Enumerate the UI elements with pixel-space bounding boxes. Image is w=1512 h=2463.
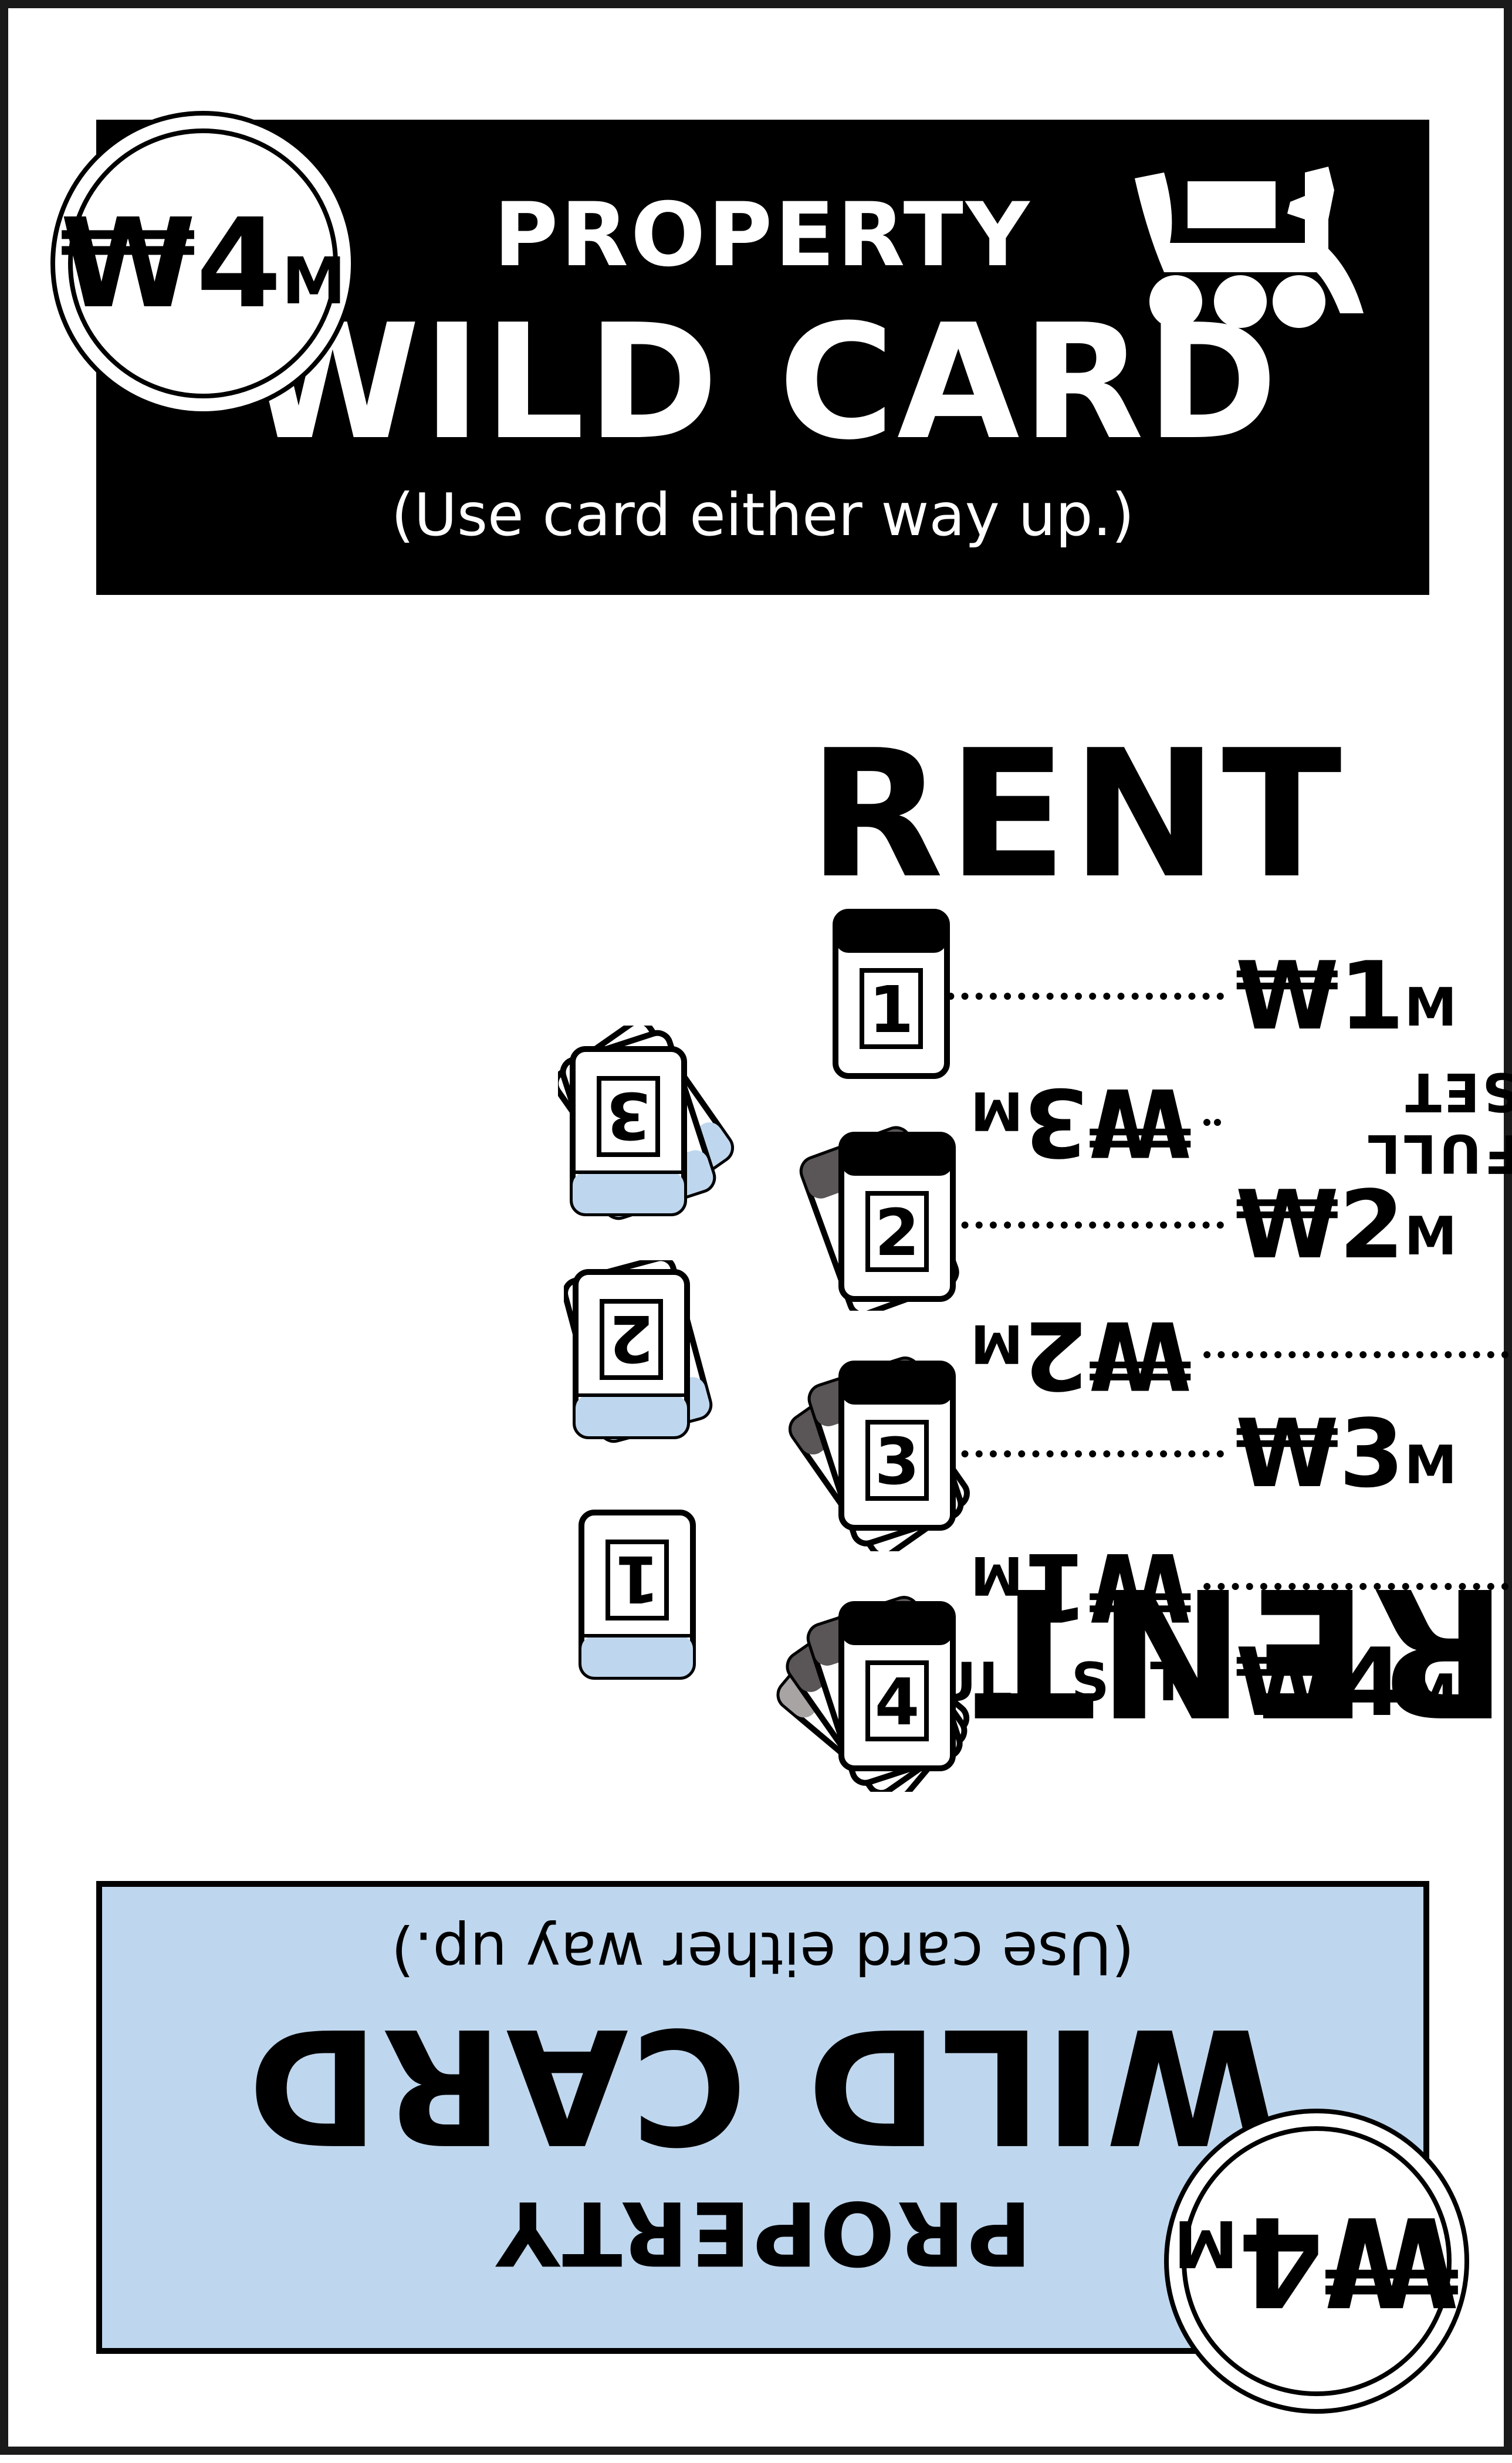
title-small: PROPERTY (493, 184, 1032, 286)
train-icon (1135, 167, 1364, 328)
svg-text:1: 1 (869, 972, 914, 1047)
card-stack-b3-icon: 3 (558, 1026, 735, 1220)
svg-text:1: 1 (615, 1541, 660, 1616)
svg-text:4: 4 (875, 1664, 920, 1740)
title-big: WILD CARD (245, 290, 1280, 475)
title-note-inverted: (Use card either way up.) (391, 1919, 1135, 1987)
title-note: (Use card either way up.) (391, 481, 1135, 549)
card-stack-2-icon: 2 (799, 1126, 959, 1311)
svg-text:2: 2 (875, 1195, 920, 1270)
card-stack-b1-icon: 1 (579, 1510, 696, 1680)
card-stack-b2-icon: 2 (564, 1260, 713, 1443)
card-stack-1-icon: 1 (833, 909, 950, 1079)
card-stack-4-icon: 4 (776, 1596, 970, 1792)
svg-text:3: 3 (606, 1078, 651, 1153)
svg-text:3: 3 (875, 1424, 920, 1499)
top-title-band: PROPERTY WILD CARD (Use card either way … (96, 120, 1429, 595)
svg-text:2: 2 (609, 1301, 654, 1376)
card-stack-3-icon: 3 (788, 1356, 970, 1551)
rent-label-top: RENT (808, 712, 1345, 917)
